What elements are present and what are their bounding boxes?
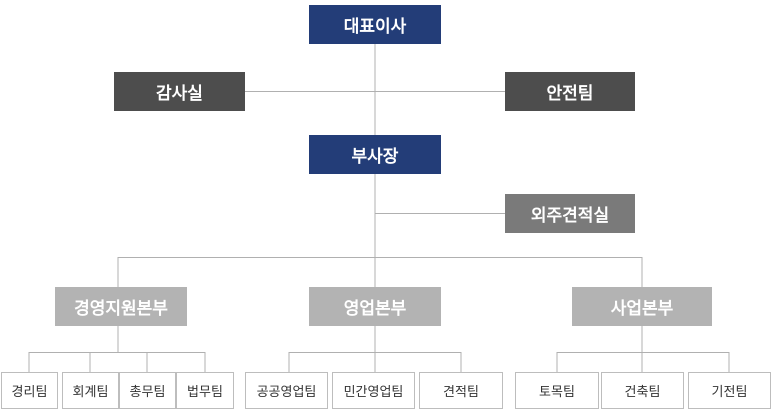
vice-president-box: 부사장 — [309, 135, 441, 174]
team-box-architecture: 건축팀 — [601, 372, 684, 409]
team-box-private-sales: 민간영업팀 — [332, 372, 415, 409]
team-box-legal: 법무팀 — [176, 372, 234, 409]
audit-office-box: 감사실 — [114, 72, 245, 111]
team-box-general-affairs: 총무팀 — [119, 372, 176, 409]
division-management-support: 경영지원본부 — [55, 287, 187, 326]
safety-team-box: 안전팀 — [505, 72, 635, 111]
team-box-estimate: 견적팀 — [419, 372, 503, 409]
team-box-accounting: 회계팀 — [62, 372, 119, 409]
division-sales: 영업본부 — [309, 287, 441, 326]
team-box-public-sales: 공공영업팀 — [245, 372, 328, 409]
division-business: 사업본부 — [572, 287, 712, 326]
ceo-box: 대표이사 — [309, 5, 441, 44]
team-box-accounting-ledger: 경리팀 — [1, 372, 58, 409]
estimation-office-box: 외주견적실 — [505, 194, 635, 233]
team-box-electrical-mechanical: 기전팀 — [688, 372, 771, 409]
team-box-civil: 토목팀 — [515, 372, 599, 409]
